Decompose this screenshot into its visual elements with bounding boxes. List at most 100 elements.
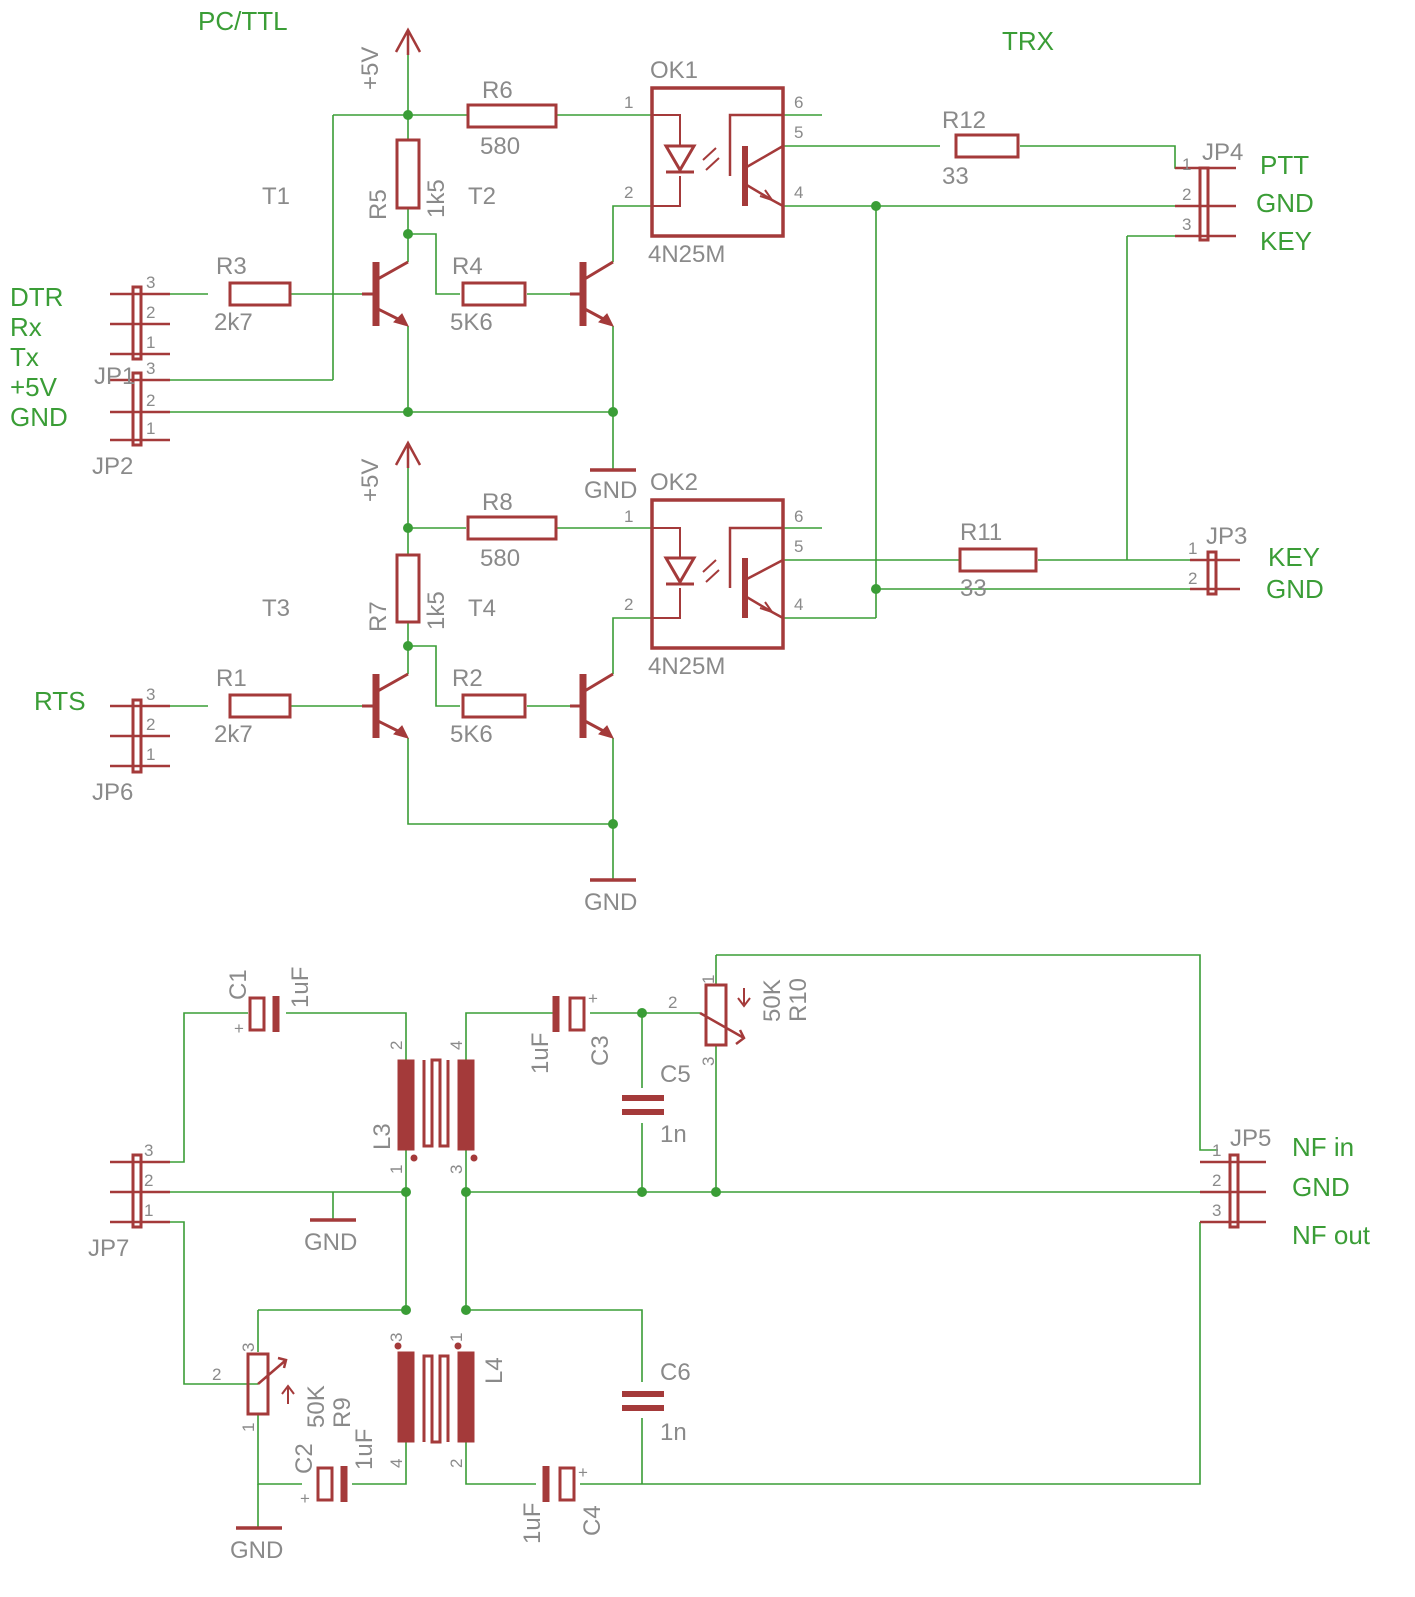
resistor-name: R5 bbox=[365, 189, 392, 220]
resistor-value: 2k7 bbox=[214, 721, 253, 748]
signal-label-gnd: GND bbox=[1256, 188, 1314, 218]
transformer-name: L3 bbox=[369, 1123, 396, 1150]
pin-number: 1 bbox=[699, 975, 718, 984]
transistor-t1 bbox=[362, 260, 409, 327]
signal-label-rx: Rx bbox=[10, 312, 42, 342]
pin-number: 3 bbox=[146, 685, 155, 704]
resistor-value: 580 bbox=[480, 133, 520, 160]
pin-number: 2 bbox=[146, 303, 155, 322]
resistor-name: R11 bbox=[960, 519, 1002, 546]
pin-number: 2 bbox=[1212, 1171, 1221, 1190]
resistor-value: 33 bbox=[942, 163, 969, 190]
plus-sign: + bbox=[588, 989, 598, 1008]
pin-number: 3 bbox=[447, 1165, 466, 1174]
junction-dot bbox=[608, 407, 618, 417]
pin-number: 1 bbox=[1188, 539, 1197, 558]
connector-name: JP5 bbox=[1230, 1125, 1271, 1152]
connector-name: JP4 bbox=[1202, 139, 1243, 166]
pin-number: 2 bbox=[624, 595, 633, 614]
resistor-value: 2k7 bbox=[214, 309, 253, 336]
signal-label-5v: +5V bbox=[10, 372, 58, 402]
supply-symbols bbox=[236, 27, 636, 1530]
resistor-name: R8 bbox=[482, 489, 513, 516]
pin-number: 2 bbox=[387, 1041, 406, 1050]
connector-jp1 bbox=[110, 285, 170, 361]
capacitor-value: 1uF bbox=[527, 1033, 554, 1074]
capacitor-value: 1n bbox=[660, 1419, 687, 1446]
capacitors bbox=[248, 996, 664, 1502]
junction-dot bbox=[871, 201, 881, 211]
signal-label-key: KEY bbox=[1260, 226, 1312, 256]
pin-number: 3 bbox=[699, 1057, 718, 1066]
pin-number: 3 bbox=[144, 1141, 153, 1160]
signal-label-nf-in: NF in bbox=[1292, 1132, 1354, 1162]
signal-label-rts: RTS bbox=[34, 686, 86, 716]
resistor-name: R12 bbox=[942, 107, 986, 134]
resistor-value: 5K6 bbox=[450, 721, 493, 748]
pin-number: 1 bbox=[146, 419, 155, 438]
capacitor-name: C3 bbox=[587, 1035, 614, 1066]
resistor-r4 bbox=[461, 281, 527, 307]
junction-dot bbox=[711, 1187, 721, 1197]
pin-number: 2 bbox=[447, 1459, 466, 1468]
connector-name: JP6 bbox=[92, 779, 133, 806]
pin-number: 1 bbox=[387, 1165, 406, 1174]
section-pc-label: PC/TTL bbox=[198, 6, 288, 36]
resistor-value: 5K6 bbox=[450, 309, 493, 336]
connector-name: JP2 bbox=[92, 453, 133, 480]
plus-sign: + bbox=[234, 1019, 244, 1038]
capacitor-value: 1uF bbox=[519, 1503, 546, 1544]
resistor-r8 bbox=[466, 515, 558, 541]
signal-label-gnd: GND bbox=[1266, 574, 1324, 604]
connector-jp5 bbox=[1200, 1153, 1266, 1229]
vcc-arrow-top bbox=[394, 27, 422, 55]
resistor-value: 1k5 bbox=[423, 179, 450, 218]
resistor-r11 bbox=[958, 547, 1038, 573]
transistor-t2 bbox=[570, 260, 614, 327]
pot-value: 50K bbox=[759, 979, 786, 1022]
optocoupler-name: OK1 bbox=[650, 57, 698, 84]
optocoupler-part: 4N25M bbox=[648, 653, 725, 680]
plus-sign: + bbox=[578, 1463, 588, 1482]
capacitor-c4 bbox=[542, 1466, 576, 1502]
capacitor-name: C5 bbox=[660, 1061, 691, 1088]
junction-dot bbox=[608, 819, 618, 829]
transformer-l4 bbox=[394, 1342, 475, 1444]
resistor-name: R1 bbox=[216, 665, 247, 692]
signal-label-gnd: GND bbox=[1292, 1172, 1350, 1202]
junction-dot bbox=[637, 1008, 647, 1018]
resistors bbox=[228, 103, 1038, 719]
pin-number: 1 bbox=[1212, 1141, 1221, 1160]
transformer-l3 bbox=[397, 1058, 478, 1162]
junction-dot bbox=[871, 584, 881, 594]
gnd-label: GND bbox=[584, 477, 637, 504]
resistor-r1 bbox=[228, 693, 292, 719]
optocoupler-ok2 bbox=[650, 498, 785, 650]
pin-number: 2 bbox=[668, 993, 677, 1012]
optocoupler-ok1 bbox=[650, 86, 785, 238]
resistor-r5 bbox=[395, 138, 421, 210]
pin-number: 5 bbox=[794, 537, 803, 556]
junction-dot bbox=[403, 229, 413, 239]
capacitor-c2 bbox=[316, 1466, 348, 1502]
connector-name: JP3 bbox=[1206, 523, 1247, 550]
optocoupler-part: 4N25M bbox=[648, 241, 725, 268]
junction-dot bbox=[401, 1305, 411, 1315]
gnd-label: GND bbox=[584, 889, 637, 916]
pin-number: 2 bbox=[1182, 185, 1191, 204]
transistor-t4 bbox=[570, 672, 614, 739]
signal-label-key: KEY bbox=[1268, 542, 1320, 572]
vcc-label-bottom: +5V bbox=[357, 459, 384, 502]
vcc-label-top: +5V bbox=[357, 47, 384, 90]
pin-number: 2 bbox=[146, 715, 155, 734]
transistor-name: T4 bbox=[468, 595, 496, 622]
gnd-label: GND bbox=[230, 1537, 283, 1564]
resistor-r6 bbox=[466, 103, 558, 129]
resistor-r3 bbox=[228, 281, 292, 307]
resistor-name: R7 bbox=[365, 601, 392, 632]
resistor-r12 bbox=[954, 133, 1020, 159]
pin-number: 3 bbox=[1212, 1201, 1221, 1220]
capacitor-c5 bbox=[622, 1095, 664, 1115]
capacitor-name: C1 bbox=[225, 969, 252, 1000]
